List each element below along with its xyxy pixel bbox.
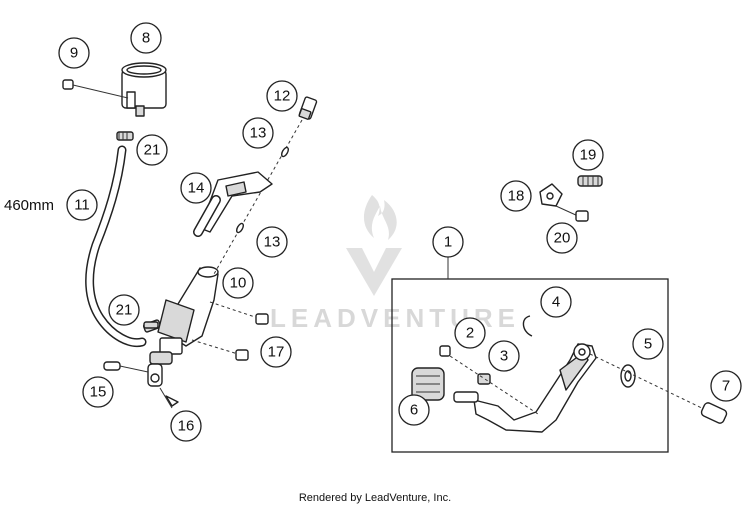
hose-clamp-upper — [116, 131, 134, 141]
callout-13-upper: 13 — [242, 117, 274, 149]
callout-12: 12 — [266, 80, 298, 112]
banjo-bolt — [298, 96, 318, 120]
clevis-pin — [103, 361, 149, 373]
brake-fluid-reservoir — [121, 62, 167, 117]
master-cylinder — [147, 266, 219, 387]
callout-1: 1 — [432, 226, 464, 258]
callout-8: 8 — [130, 22, 162, 54]
svg-text:21: 21 — [144, 142, 161, 159]
callout-21-lower: 21 — [108, 294, 140, 326]
callout-5: 5 — [632, 328, 664, 360]
callout-17: 16 — [170, 410, 202, 442]
pivot-axis-line — [589, 353, 711, 413]
svg-text:8: 8 — [142, 30, 150, 47]
svg-text:14: 14 — [188, 180, 205, 197]
stop-bracket — [539, 183, 563, 207]
svg-text:20: 20 — [554, 230, 571, 247]
callout-15: 17 — [260, 336, 292, 368]
svg-text:6: 6 — [410, 402, 418, 419]
svg-text:13: 13 — [250, 125, 267, 142]
svg-text:19: 19 — [580, 147, 597, 164]
sealing-washer-upper — [280, 146, 290, 158]
pedal-small-screw — [439, 345, 451, 357]
callout-10: 10 — [222, 267, 254, 299]
brake-pedal — [473, 343, 597, 433]
pedal-assembly-box — [391, 278, 669, 453]
callout-6: 6 — [398, 394, 430, 426]
sealing-washer-lower — [235, 222, 245, 234]
svg-text:10: 10 — [230, 275, 247, 292]
callout-21-upper: 21 — [136, 134, 168, 166]
svg-text:2: 2 — [466, 325, 474, 342]
mounting-screw-upper — [209, 301, 269, 325]
svg-text:7: 7 — [722, 378, 730, 395]
callout-19: 19 — [572, 139, 604, 171]
pedal-rubber-pad — [411, 367, 445, 401]
pivot-bolt — [700, 402, 728, 424]
callout-20: 20 — [546, 222, 578, 254]
watermark-logo — [346, 195, 402, 296]
bracket-screw — [555, 205, 589, 222]
brake-line-fitting — [193, 171, 273, 237]
svg-text:3: 3 — [500, 348, 508, 365]
hose-length-label: 460mm — [4, 197, 54, 214]
pedal-pin — [453, 391, 479, 403]
svg-text:4: 4 — [552, 294, 560, 311]
pushrod-spring — [143, 321, 159, 329]
svg-text:9: 9 — [70, 45, 78, 62]
brake-fluid-hose — [85, 145, 147, 348]
return-spring — [577, 175, 603, 187]
reservoir-screw — [62, 79, 129, 99]
svg-text:17: 17 — [268, 344, 285, 361]
callout-3: 3 — [488, 340, 520, 372]
pedal-nut — [449, 355, 539, 415]
svg-text:13: 13 — [264, 234, 281, 251]
svg-text:11: 11 — [74, 197, 90, 214]
callout-2: 2 — [454, 317, 486, 349]
svg-text:16: 16 — [178, 418, 195, 435]
svg-text:5: 5 — [644, 336, 652, 353]
svg-text:15: 15 — [90, 384, 107, 401]
mounting-screw-lower — [191, 339, 249, 361]
callout-13-lower: 13 — [256, 226, 288, 258]
svg-text:18: 18 — [508, 188, 525, 205]
callout-9: 9 — [58, 37, 90, 69]
snap-ring — [522, 315, 533, 337]
footer-credit: Rendered by LeadVenture, Inc. — [298, 492, 452, 504]
svg-text:12: 12 — [274, 88, 291, 105]
cotter-pin — [159, 387, 179, 409]
callout-4: 4 — [540, 286, 572, 318]
svg-text:21: 21 — [116, 302, 133, 319]
callout-14: 14 — [180, 172, 212, 204]
callout-16: 15 — [82, 376, 114, 408]
pivot-bushing — [620, 364, 636, 388]
svg-text:1: 1 — [444, 234, 452, 251]
callout-11: 11 — [66, 189, 98, 221]
callout-18: 18 — [500, 180, 532, 212]
callout-7: 7 — [710, 370, 742, 402]
